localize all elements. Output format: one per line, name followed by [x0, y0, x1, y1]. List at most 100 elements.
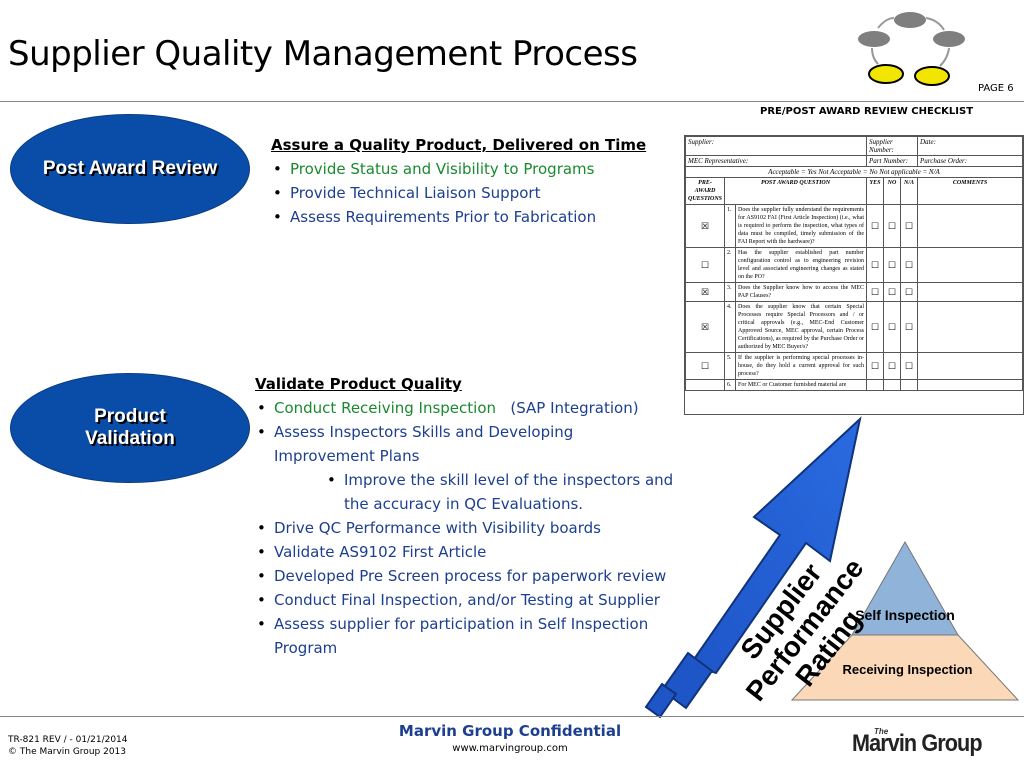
checklist-na-box[interactable]: ☐ [900, 247, 918, 283]
company-logo: Marvin Group [852, 730, 983, 757]
checklist-pre-award-box[interactable]: ☒ [685, 282, 726, 302]
checklist-yes-box[interactable]: ☐ [866, 282, 884, 302]
slide-title: Supplier Quality Management Process [8, 34, 638, 74]
arrow-stripe [644, 682, 678, 719]
checklist-no-box[interactable]: ☐ [883, 301, 901, 353]
header-divider [0, 101, 1024, 102]
copyright: © The Marvin Group 2013 [8, 747, 126, 757]
cycle-arrow [871, 47, 879, 65]
checklist-na-box[interactable]: ☐ [900, 204, 918, 248]
checklist-row: ☒ 3. Does the Supplier know how to acces… [685, 282, 1023, 302]
checklist-no-box[interactable] [883, 379, 901, 391]
post-award-bullet: Provide Status and Visibility to Program… [271, 157, 671, 181]
inspection-pyramid [790, 540, 1020, 701]
checklist-pre-award-box[interactable] [685, 379, 726, 391]
checklist-table: Supplier: Supplier Number: Date: MEC Rep… [685, 136, 1023, 391]
post-award-bullet-list: Provide Status and Visibility to Program… [271, 157, 671, 229]
checklist-yes-box[interactable]: ☐ [866, 301, 884, 353]
product-validation-bullet-list: Conduct Receiving Inspection (SAP Integr… [255, 396, 675, 468]
product-validation-label-line2: Validation [85, 428, 175, 449]
checklist-comments-cell[interactable] [917, 247, 1023, 283]
checklist-yes-box[interactable]: ☐ [866, 247, 884, 283]
checklist-no-box[interactable]: ☐ [883, 352, 901, 380]
product-validation-bullet: Conduct Receiving Inspection (SAP Integr… [255, 396, 675, 420]
cycle-node-highlight [914, 66, 950, 86]
checklist-row-number: 1. [724, 204, 737, 248]
checklist-no-box[interactable]: ☐ [883, 204, 901, 248]
checklist-supplier-field: Supplier: [685, 136, 867, 156]
review-checklist: Supplier: Supplier Number: Date: MEC Rep… [684, 135, 1024, 415]
product-validation-text-block: Validate Product Quality Conduct Receivi… [255, 372, 675, 660]
checklist-yes-box[interactable]: ☐ [866, 352, 884, 380]
cycle-arrow [877, 17, 895, 29]
checklist-row: ☐ 2. Has the supplier established part n… [685, 247, 1023, 283]
checklist-row-number: 3. [724, 282, 737, 302]
cycle-graphic [858, 12, 965, 86]
checklist-row-number: 6. [724, 379, 737, 391]
sap-integration-note: (SAP Integration) [510, 399, 639, 417]
checklist-col-question: POST AWARD QUESTION [724, 177, 867, 205]
post-award-text-block: Assure a Quality Product, Delivered on T… [271, 133, 671, 229]
footer-divider [0, 716, 1024, 717]
checklist-question: If the supplier is performing special pr… [735, 352, 867, 380]
post-award-heading: Assure a Quality Product, Delivered on T… [271, 136, 647, 154]
checklist-yes-box[interactable] [866, 379, 884, 391]
product-validation-sub-bullet: Improve the skill level of the inspector… [325, 468, 675, 516]
checklist-col-yes: YES [866, 177, 884, 205]
checklist-comments-cell[interactable] [917, 379, 1023, 391]
checklist-no-box[interactable]: ☐ [883, 247, 901, 283]
checklist-col-comments: COMMENTS [917, 177, 1023, 205]
checklist-part-number-field: Part Number: [866, 155, 918, 167]
checklist-row-number: 2. [724, 247, 737, 283]
performance-rating-arrow [644, 416, 862, 719]
checklist-row-number: 4. [724, 301, 737, 353]
checklist-mec-rep-field: MEC Representative: [685, 155, 867, 167]
product-validation-ellipse: Product Validation [10, 373, 250, 483]
checklist-pre-award-box[interactable]: ☒ [685, 301, 726, 353]
checklist-row-number: 5. [724, 352, 737, 380]
cycle-node [858, 31, 890, 47]
checklist-pre-award-box[interactable]: ☒ [685, 204, 726, 248]
logo-prefix: The [874, 727, 889, 736]
footer-left: TR-821 REV / - 01/21/2014 © The Marvin G… [8, 734, 128, 758]
checklist-row: ☒ 4. Does the supplier know that certain… [685, 301, 1023, 353]
checklist-row: 6. For MEC or Customer furnished materia… [685, 379, 1023, 391]
product-validation-label: Product Validation [85, 406, 175, 450]
post-award-bullet: Assess Requirements Prior to Fabrication [271, 205, 671, 229]
checklist-pre-award-box[interactable]: ☐ [685, 352, 726, 380]
cycle-arrow [925, 17, 945, 31]
checklist-comments-cell[interactable] [917, 282, 1023, 302]
receiving-inspection-text: Conduct Receiving Inspection [274, 399, 497, 417]
checklist-comments-cell[interactable] [917, 204, 1023, 248]
checklist-yes-box[interactable]: ☐ [866, 204, 884, 248]
checklist-comments-cell[interactable] [917, 352, 1023, 380]
self-inspection-label: Self Inspection [855, 607, 955, 623]
post-award-bullet: Provide Technical Liaison Support [271, 181, 671, 205]
cycle-node [894, 12, 926, 28]
checklist-pre-award-box[interactable]: ☐ [685, 247, 726, 283]
website-url[interactable]: www.marvingroup.com [452, 743, 568, 754]
checklist-col-na: N/A [900, 177, 918, 205]
arrow-shaft [688, 416, 862, 675]
cycle-node-highlight [868, 64, 904, 84]
product-validation-bullet: Conduct Final Inspection, and/or Testing… [255, 588, 675, 612]
product-validation-bullet: Developed Pre Screen process for paperwo… [255, 564, 675, 588]
product-validation-bullet: Validate AS9102 First Article [255, 540, 675, 564]
page-number: PAGE 6 [978, 83, 1014, 94]
checklist-supplier-number-field: Supplier Number: [866, 136, 918, 156]
checklist-na-box[interactable] [900, 379, 918, 391]
checklist-na-box[interactable]: ☐ [900, 301, 918, 353]
checklist-col-pre-award: PRE- AWARD QUESTIONS [685, 177, 726, 205]
checklist-comments-cell[interactable] [917, 301, 1023, 353]
checklist-row: ☐ 5. If the supplier is performing speci… [685, 352, 1023, 380]
checklist-col-no: NO [883, 177, 901, 205]
checklist-row: ☒ 1. Does the supplier fully understand … [685, 204, 1023, 248]
product-validation-bullet-list-2: Drive QC Performance with Visibility boa… [255, 516, 675, 660]
checklist-na-box[interactable]: ☐ [900, 282, 918, 302]
product-validation-bullet: Assess Inspectors Skills and Developing … [255, 420, 675, 468]
checklist-date-field: Date: [917, 136, 1023, 156]
checklist-question: Does the Supplier know how to access the… [735, 282, 867, 302]
checklist-no-box[interactable]: ☐ [883, 282, 901, 302]
checklist-na-box[interactable]: ☐ [900, 352, 918, 380]
checklist-caption: PRE/POST AWARD REVIEW CHECKLIST [760, 106, 974, 117]
